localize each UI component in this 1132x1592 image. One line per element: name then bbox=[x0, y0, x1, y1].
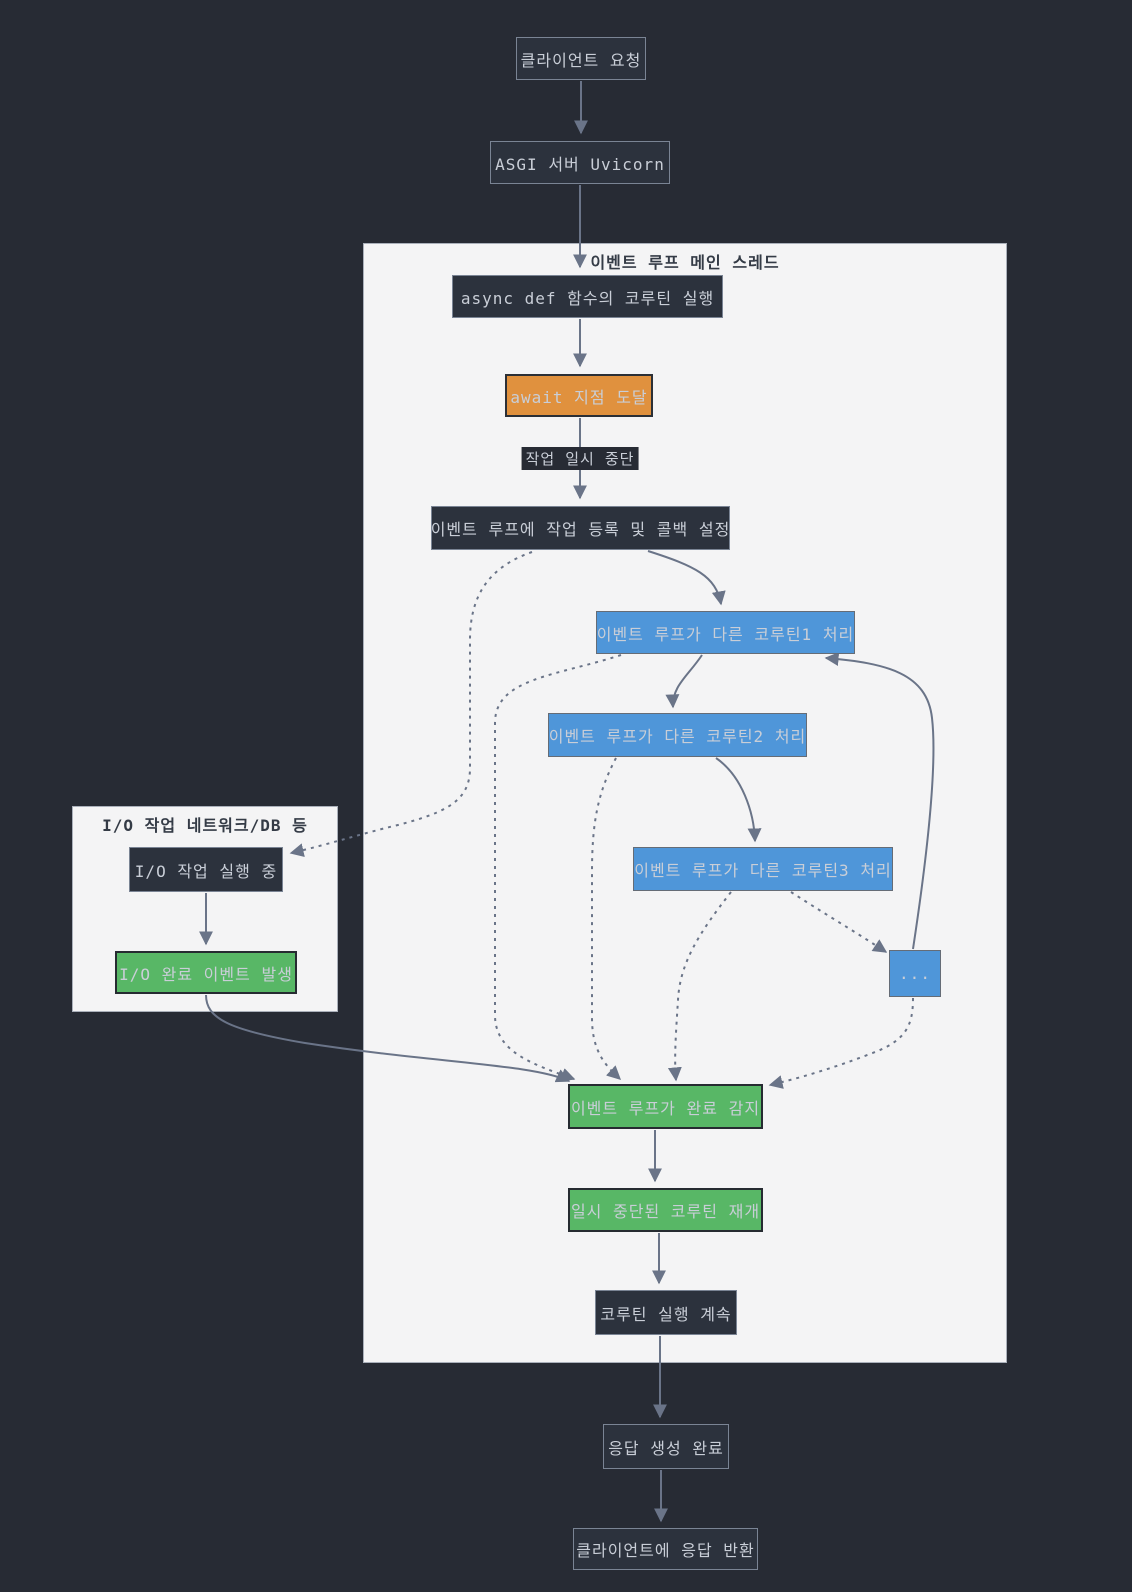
flow-node-response-done-label: 응답 생성 완료 bbox=[608, 1438, 724, 1458]
flow-node-response-done: 응답 생성 완료 bbox=[603, 1424, 729, 1469]
flow-node-more-coroutines: ... bbox=[889, 950, 941, 997]
flow-node-io-done-label: I/O 완료 이벤트 발생 bbox=[119, 964, 293, 984]
flow-node-return-response: 클라이언트에 응답 반환 bbox=[573, 1528, 758, 1570]
flow-node-io-done: I/O 완료 이벤트 발생 bbox=[115, 951, 297, 994]
flow-node-await-point: await 지점 도달 bbox=[505, 374, 653, 417]
flow-node-continue-exec-label: 코루틴 실행 계속 bbox=[600, 1304, 732, 1324]
flow-node-asgi-server-label: ASGI 서버 Uvicorn bbox=[495, 154, 665, 174]
edge-label-suspend-text: 작업 일시 중단 bbox=[525, 450, 635, 468]
flow-node-resume-coroutine-label: 일시 중단된 코루틴 재개 bbox=[570, 1202, 761, 1221]
flow-node-coroutine2-label: 이벤트 루프가 다른 코루틴2 처리 bbox=[548, 727, 807, 746]
flow-node-asgi-server: ASGI 서버 Uvicorn bbox=[490, 141, 670, 184]
flow-node-coroutine-exec-label: async def 함수의 코루틴 실행 bbox=[460, 288, 715, 308]
flow-node-register-task: 이벤트 루프에 작업 등록 및 콜백 설정 bbox=[431, 506, 730, 550]
flow-node-resume-coroutine: 일시 중단된 코루틴 재개 bbox=[568, 1188, 763, 1232]
edge-label-suspend: 작업 일시 중단 bbox=[521, 447, 639, 470]
flow-node-return-response-label: 클라이언트에 응답 반환 bbox=[576, 1541, 755, 1560]
subgraph-io-label: I/O 작업 네트워크/DB 등 bbox=[102, 816, 308, 835]
flow-node-coroutine1-label: 이벤트 루프가 다른 코루틴1 처리 bbox=[596, 624, 855, 644]
flow-node-coroutine3-label: 이벤트 루프가 다른 코루틴3 처리 bbox=[634, 861, 892, 880]
flow-node-client-request-label: 클라이언트 요청 bbox=[520, 50, 642, 70]
subgraph-event-loop-label: 이벤트 루프 메인 스레드 bbox=[590, 253, 780, 272]
flow-node-io-running: I/O 작업 실행 중 bbox=[129, 847, 283, 892]
flow-node-loop-detect: 이벤트 루프가 완료 감지 bbox=[568, 1084, 763, 1129]
flow-node-io-running-label: I/O 작업 실행 중 bbox=[134, 861, 278, 881]
flow-node-coroutine3: 이벤트 루프가 다른 코루틴3 처리 bbox=[633, 847, 893, 891]
flow-node-coroutine2: 이벤트 루프가 다른 코루틴2 처리 bbox=[548, 713, 807, 757]
flow-node-continue-exec: 코루틴 실행 계속 bbox=[595, 1290, 737, 1335]
flow-node-coroutine-exec: async def 함수의 코루틴 실행 bbox=[452, 275, 723, 318]
flow-node-client-request: 클라이언트 요청 bbox=[516, 37, 646, 80]
flow-node-loop-detect-label: 이벤트 루프가 완료 감지 bbox=[570, 1098, 761, 1118]
flow-node-more-coroutines-label: ... bbox=[899, 964, 931, 983]
flow-node-coroutine1: 이벤트 루프가 다른 코루틴1 처리 bbox=[596, 611, 855, 654]
flow-node-register-task-label: 이벤트 루프에 작업 등록 및 콜백 설정 bbox=[430, 520, 731, 539]
flow-node-await-point-label: await 지점 도달 bbox=[510, 387, 648, 407]
